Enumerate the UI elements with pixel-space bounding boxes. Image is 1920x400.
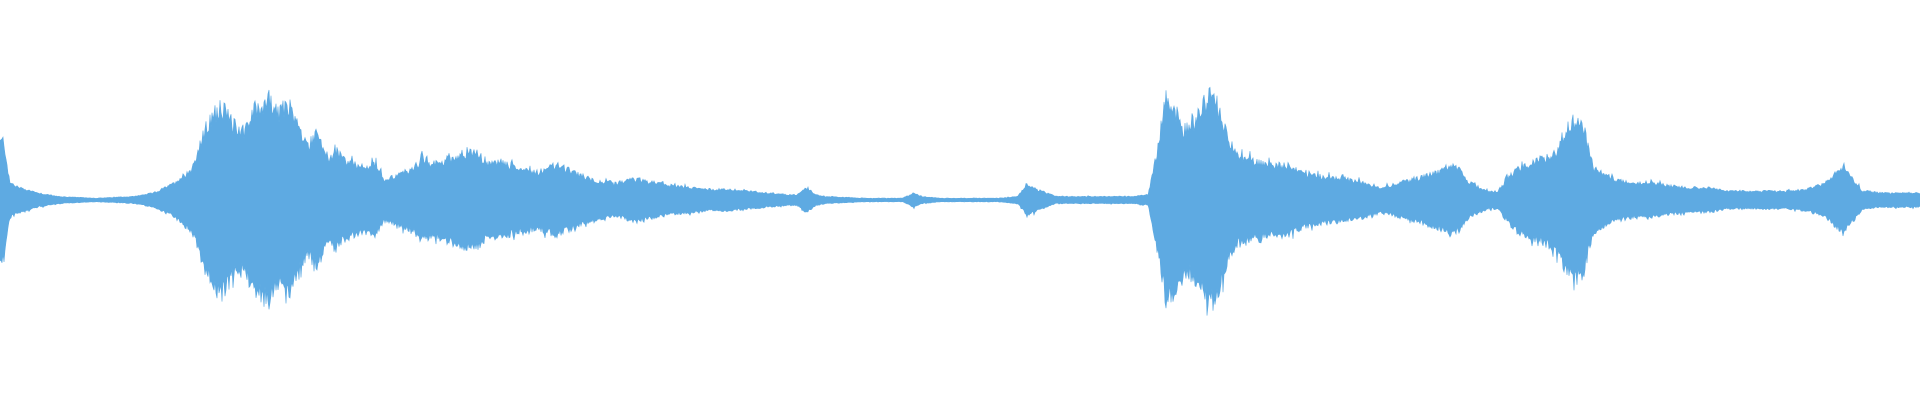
waveform-amplitude-fill bbox=[0, 86, 1920, 316]
